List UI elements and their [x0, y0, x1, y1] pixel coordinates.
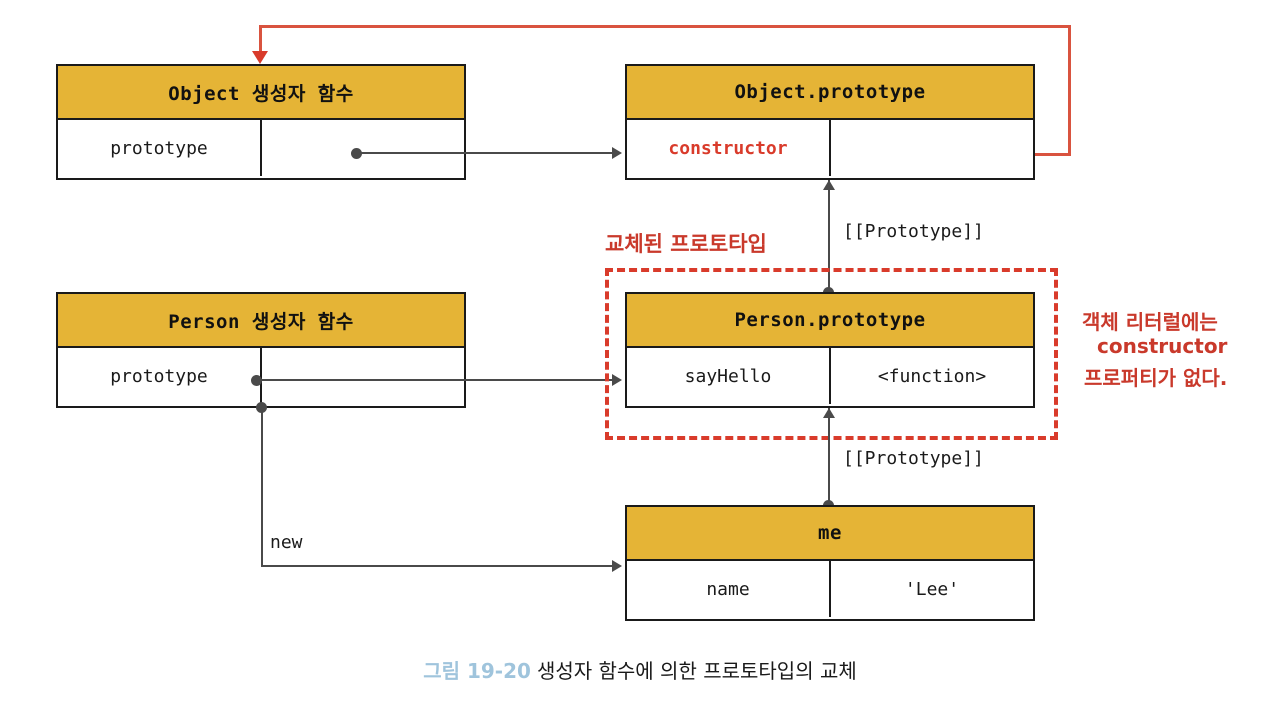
person-constructor-value [262, 348, 464, 404]
person-constructor-box: Person 생성자 함수 prototype [56, 292, 466, 408]
lower-prototype-label: [[Prototype]] [843, 448, 984, 469]
figure-title: 생성자 함수에 의한 프로토타입의 교체 [536, 659, 857, 683]
upper-prototype-link-arrowhead [823, 180, 835, 190]
me-object-value: 'Lee' [904, 578, 960, 600]
object-constructor-value [262, 120, 464, 176]
no-constructor-annotation-line3: 프로퍼티가 없다. [1084, 366, 1228, 390]
figure-number: 그림 19-20 [423, 659, 531, 683]
lower-prototype-link-line [828, 408, 830, 505]
red-loop-left-segment [259, 25, 262, 54]
me-object-box: me name 'Lee' [625, 505, 1035, 621]
me-object-header: me [627, 507, 1033, 561]
object-prototype-link-arrowhead [612, 147, 622, 159]
person-prototype-row: sayHello <function> [627, 348, 1033, 404]
person-prototype-header: Person.prototype [627, 294, 1033, 348]
new-horizontal-line [261, 565, 612, 567]
me-object-key: name [627, 561, 831, 617]
new-label: new [270, 532, 303, 553]
new-arrowhead [612, 560, 622, 572]
person-prototype-value: <function> [877, 365, 987, 387]
object-prototype-link-line [357, 152, 612, 154]
upper-prototype-label: [[Prototype]] [843, 221, 984, 242]
red-loop-top-segment [259, 25, 1071, 28]
object-prototype-key: constructor [627, 120, 831, 176]
red-loop-arrowhead [252, 51, 268, 64]
replaced-prototype-annotation: 교체된 프로토타입 [605, 232, 767, 256]
person-prototype-link-line [257, 379, 612, 381]
person-prototype-key: sayHello [627, 348, 831, 404]
object-constructor-box: Object 생성자 함수 prototype [56, 64, 466, 180]
object-prototype-value [831, 120, 1033, 176]
person-constructor-row: prototype [58, 348, 464, 404]
object-constructor-header: Object 생성자 함수 [58, 66, 464, 120]
object-constructor-row: prototype [58, 120, 464, 176]
red-loop-right-segment [1068, 25, 1071, 155]
person-constructor-key: prototype [58, 348, 262, 404]
person-constructor-header: Person 생성자 함수 [58, 294, 464, 348]
object-prototype-header: Object.prototype [627, 66, 1033, 120]
no-constructor-annotation-line2: constructor [1097, 334, 1228, 358]
new-vertical-line [261, 407, 263, 567]
lower-prototype-link-arrowhead [823, 408, 835, 418]
upper-prototype-link-line [828, 180, 830, 292]
no-constructor-annotation-line1: 객체 리터럴에는 [1082, 310, 1218, 334]
person-prototype-link-arrowhead [612, 374, 622, 386]
person-prototype-ref-dot [251, 375, 262, 386]
me-object-row: name 'Lee' [627, 561, 1033, 617]
replaced-prototype-highlight [605, 268, 1058, 440]
object-constructor-key: prototype [58, 120, 262, 176]
person-prototype-box: Person.prototype sayHello <function> [625, 292, 1035, 408]
object-prototype-box: Object.prototype constructor [625, 64, 1035, 180]
object-prototype-ref-dot [351, 148, 362, 159]
object-prototype-row: constructor [627, 120, 1033, 176]
